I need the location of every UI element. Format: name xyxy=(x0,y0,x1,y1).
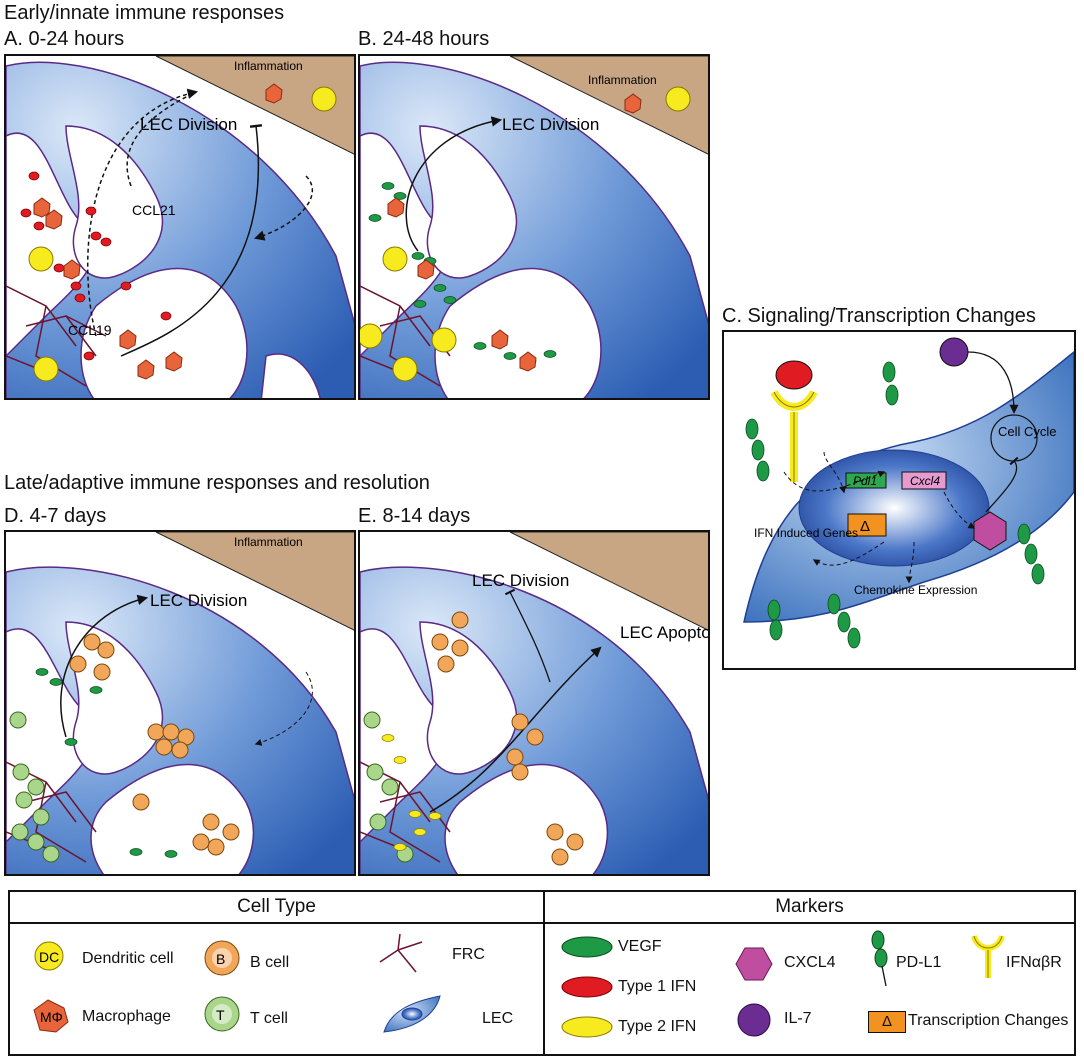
lec-division-label: LEC Division xyxy=(150,591,247,610)
section-title-early: Early/innate immune responses xyxy=(4,2,285,24)
legend-il7: IL-7 xyxy=(784,1010,812,1027)
ccl21-label: CCL21 xyxy=(132,202,176,218)
dendritic-cells xyxy=(28,86,337,382)
delta-box xyxy=(847,513,887,537)
macrophage-icon: MΦ xyxy=(33,999,69,1033)
vegf-icon xyxy=(561,936,613,958)
panel-e: LEC Division LEC Apoptosis xyxy=(358,530,710,876)
legend: Cell Type Markers DC Dendritic cell MΦ M… xyxy=(8,890,1076,1056)
cell-cycle-label: Cell Cycle xyxy=(998,424,1057,439)
legend-type1-ifn: Type 1 IFN xyxy=(618,978,697,995)
panel-c: Pdl1 Cxcl4 Δ Cell Cycle IFN Induced Gene… xyxy=(722,330,1076,670)
svg-text:B: B xyxy=(216,951,225,967)
type1-ifn-icon xyxy=(561,976,613,998)
panel-d: LEC Division Inflammation xyxy=(4,530,356,876)
inflammation-label: Inflammation xyxy=(234,535,303,549)
nucleus xyxy=(798,449,990,567)
cxcl4-icon xyxy=(735,947,773,981)
pdl1-gene-box xyxy=(845,472,887,489)
pdl1-gene-label: Pdl1 xyxy=(853,474,877,488)
panel-c-title: C. Signaling/Transcription Changes xyxy=(722,305,1036,327)
inflammation-label: Inflammation xyxy=(234,59,303,73)
legend-lec: LEC xyxy=(482,1010,514,1027)
panel-a-title: A. 0-24 hours xyxy=(4,28,125,50)
legend-type2-ifn: Type 2 IFN xyxy=(618,1018,697,1035)
svg-text:MΦ: MΦ xyxy=(40,1009,63,1025)
legend-macrophage: Macrophage xyxy=(82,1008,171,1025)
type1-ifn xyxy=(775,360,813,390)
b-cell-icon: B xyxy=(204,940,240,976)
legend-ifnabr: IFNαβR xyxy=(1006,954,1062,971)
panel-d-title: D. 4-7 days xyxy=(4,505,107,527)
ifnabr-icon xyxy=(971,934,1005,978)
lec-icon xyxy=(383,995,441,1033)
ccl19-label: CCL19 xyxy=(68,322,112,338)
section-title-late: Late/adaptive immune responses and resol… xyxy=(4,472,430,494)
il7-icon xyxy=(737,1003,771,1037)
legend-dendritic-cell: Dendritic cell xyxy=(82,950,174,967)
panel-a: LEC Division Inflammation CCL21 CCL19 xyxy=(4,54,356,400)
panel-e-title: E. 8-14 days xyxy=(358,505,471,527)
inflammation-label: Inflammation xyxy=(588,73,657,87)
legend-transcription-changes: Transcription Changes xyxy=(908,1012,1069,1029)
cxcl4-gene-label: Cxcl4 xyxy=(910,474,940,488)
legend-cell-type-header: Cell Type xyxy=(10,892,543,924)
il7-circle xyxy=(939,337,969,367)
legend-markers-header: Markers xyxy=(545,892,1074,924)
ifn-genes-label: IFN Induced Genes xyxy=(754,526,858,540)
dendritic-cell-icon: DC xyxy=(34,941,64,971)
delta-label: Δ xyxy=(860,518,870,535)
legend-divider xyxy=(543,892,545,1054)
panel-b-title: B. 24-48 hours xyxy=(358,28,490,50)
svg-text:T: T xyxy=(216,1007,225,1023)
frc-network xyxy=(6,285,107,387)
lec-division-label: LEC Division xyxy=(472,571,569,590)
panel-b: LEC Division Inflammation xyxy=(358,54,710,400)
type2-ifn-icon xyxy=(561,1016,613,1038)
frc-icon xyxy=(379,933,423,973)
t-cell-icon: T xyxy=(204,996,240,1032)
transcription-changes-icon: Δ xyxy=(868,1011,906,1033)
svg-text:DC: DC xyxy=(39,949,59,965)
legend-frc: FRC xyxy=(452,946,485,963)
lec-division-label: LEC Division xyxy=(140,115,237,134)
legend-vegf: VEGF xyxy=(618,938,662,955)
lec-division-label: LEC Division xyxy=(502,115,599,134)
pd-l1-icon xyxy=(871,930,888,987)
chemokine-label: Chemokine Expression xyxy=(854,583,977,597)
cxcl4-gene-box xyxy=(901,471,947,490)
legend-t-cell: T cell xyxy=(250,1010,288,1027)
lec-apoptosis-label: LEC Apoptosis xyxy=(620,623,710,642)
legend-pd-l1: PD-L1 xyxy=(896,954,942,971)
legend-cxcl4: CXCL4 xyxy=(784,954,836,971)
macrophages xyxy=(33,83,283,380)
legend-b-cell: B cell xyxy=(250,954,290,971)
cxcl4-hexagon xyxy=(973,511,1007,551)
inflammation-region xyxy=(155,56,354,155)
